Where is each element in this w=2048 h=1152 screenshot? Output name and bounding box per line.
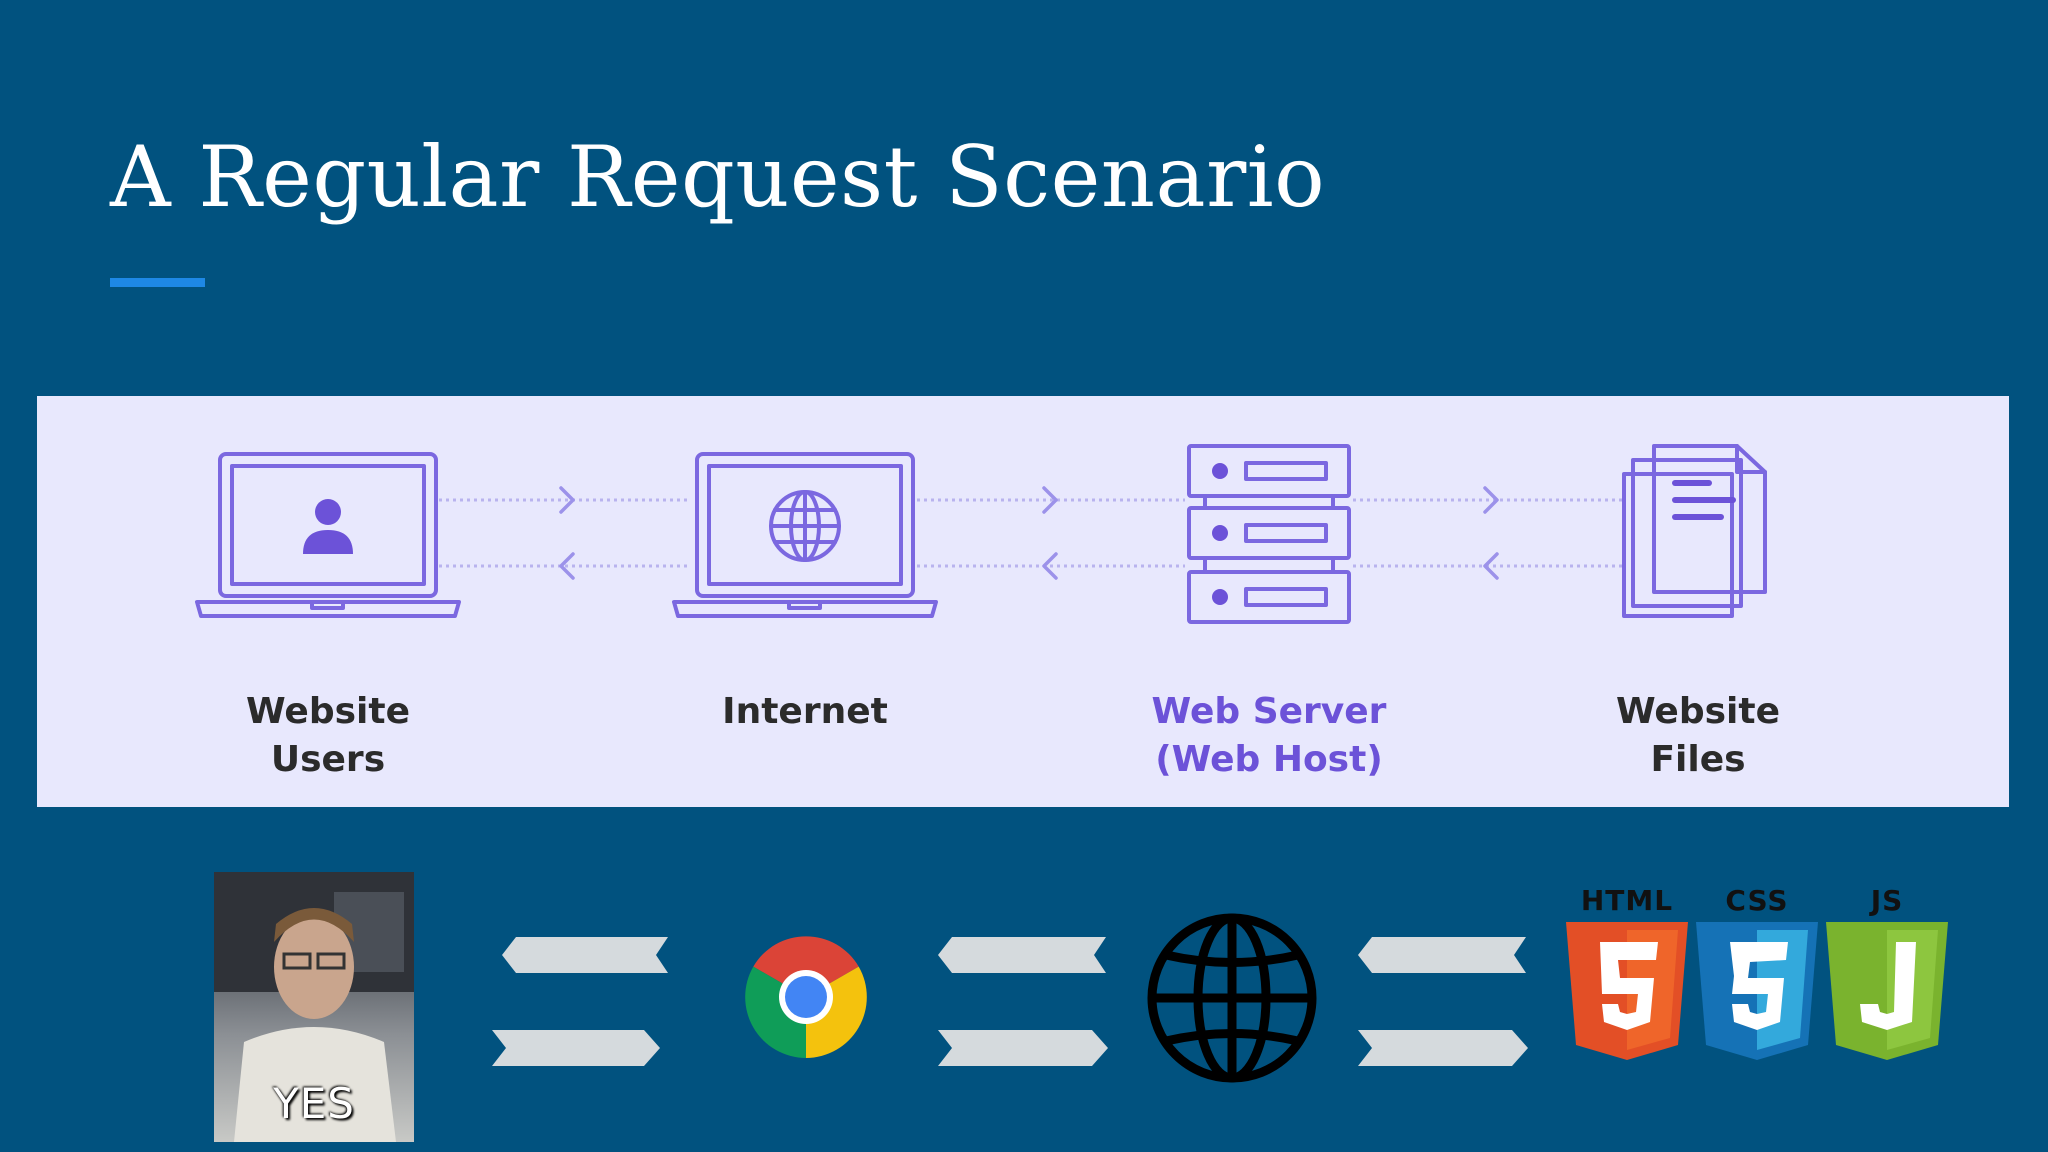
css3-logo [1696,922,1818,1060]
globe-icon [1147,913,1317,1083]
js-logo-label: JS [1870,884,1904,917]
bidirectional-arrow-icon [1358,937,1528,1066]
bidirectional-arrow-icon [492,937,668,1066]
request-connectors [439,486,1623,580]
title-underline [110,278,205,287]
back-chevron [1042,552,1058,580]
html5-logo [1566,922,1688,1060]
documents-icon [1622,444,1767,618]
person-illustration [214,872,414,1142]
yes-caption: YES [273,1079,355,1128]
slide-title: A Regular Request Scenario [110,128,1326,226]
html-logo-label: HTML [1580,884,1674,917]
laptop-globe-icon [672,452,938,618]
label-line: Website [1615,691,1780,732]
diagram-graphics: .st { fill: none; stroke: #7b68e0; strok… [195,444,1767,624]
css-logo-label: CSS [1725,884,1789,917]
bidirectional-arrow-icon [938,937,1108,1066]
label-line: Web Server [1151,691,1387,732]
forward-chevron [1042,486,1058,514]
forward-chevron [559,486,575,514]
yes-gif-image: YES [214,872,414,1142]
laptop-user-icon [195,452,461,618]
label-web-server: Web Server (Web Host) [1099,688,1439,784]
label-internet: Internet [635,688,975,736]
js-logo [1826,922,1948,1060]
label-line: (Web Host) [1155,739,1383,780]
back-chevron [1483,552,1499,580]
label-website-users: Website Users [158,688,498,784]
label-website-files: Website Files [1528,688,1868,784]
forward-chevron [1483,486,1499,514]
label-line: Website [245,691,410,732]
request-flow-diagram: .st { fill: none; stroke: #7b68e0; strok… [37,396,2009,807]
label-line: Users [270,739,386,780]
server-stack-icon [1187,444,1351,624]
back-chevron [559,552,575,580]
label-line: Files [1650,739,1746,780]
label-line: Internet [722,691,888,732]
chrome-icon [745,936,867,1058]
